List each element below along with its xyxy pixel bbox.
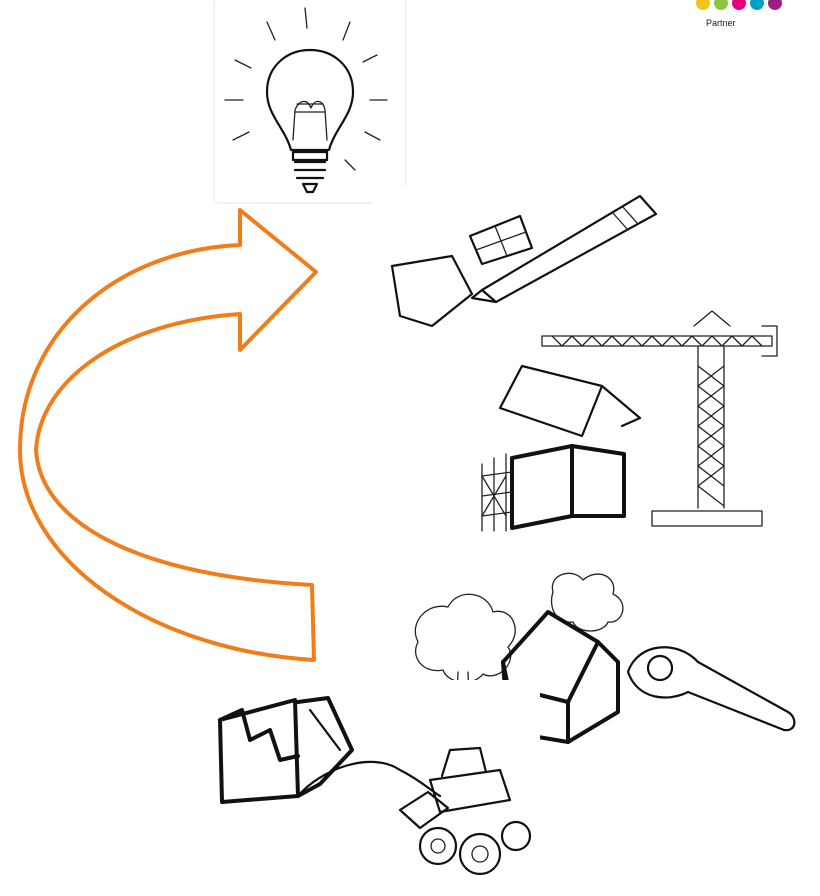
partner-label: Partner [706, 18, 736, 28]
planning-panel [372, 186, 820, 562]
excavator-icon [180, 680, 540, 896]
curved-arrow-icon [0, 0, 370, 680]
logo-dot [732, 0, 746, 10]
logo-dot [768, 0, 782, 10]
demolition-panel [180, 680, 540, 896]
pencil-plan-icon [372, 186, 820, 562]
logo-dot [696, 0, 710, 10]
logo-dot [750, 0, 764, 10]
logo-dot [714, 0, 728, 10]
logo-dots [696, 0, 782, 10]
partner-logo: Partner [690, 0, 820, 40]
